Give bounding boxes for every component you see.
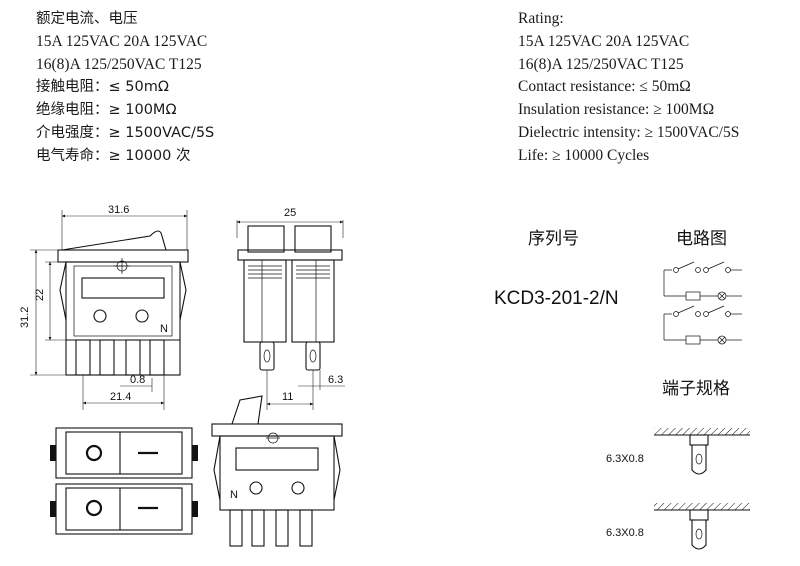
n-mark-front: N xyxy=(160,323,168,335)
terminal-pin xyxy=(99,339,115,376)
rear-bezel xyxy=(211,423,343,437)
spec-cn-insulation: 绝缘电阻：≥ 100MΩ xyxy=(36,102,177,119)
spec-cn-rating-2: 16(8)A 125/250VAC T125 xyxy=(36,55,202,73)
rear-rocker xyxy=(231,395,263,425)
terminal-pin xyxy=(125,339,141,376)
terminal-base xyxy=(689,509,709,521)
spec-en-title: Rating: xyxy=(518,10,564,27)
switch-body xyxy=(65,261,181,376)
spec-en-dielectric: Dielectric intensity: ≥ 1500VAC/5S xyxy=(518,123,740,141)
spec-en-rating-2: 16(8)A 125/250VAC T125 xyxy=(518,55,684,73)
terminal-pin xyxy=(75,339,91,376)
rocker-actuator xyxy=(61,230,167,251)
spec-en-rating-1: 15A 125VAC 20A 125VAC xyxy=(518,32,690,50)
indicator-window xyxy=(81,277,165,299)
spec-en-contact: Contact resistance: ≤ 50mΩ xyxy=(518,78,691,96)
rocker-top-left xyxy=(247,225,285,253)
clip-left xyxy=(59,261,67,321)
dim-body-label: 22 xyxy=(34,289,46,301)
terminal-tab xyxy=(691,520,707,550)
dim-pin-width-label: 6.3 xyxy=(328,374,343,386)
top-view-lower xyxy=(55,483,193,535)
circuit-heading: 电路图 xyxy=(676,229,727,248)
side-bezel xyxy=(237,249,343,261)
rocker-top-right xyxy=(294,225,332,253)
terminal-base xyxy=(689,434,709,446)
rear-view: N xyxy=(211,395,343,547)
terminal-1-label: 6.3X0.8 xyxy=(606,453,644,465)
rivet-left xyxy=(93,309,107,323)
spec-en-insulation: Insulation resistance: ≥ 100MΩ xyxy=(518,101,715,119)
model-number: KCD3-201-2/N xyxy=(494,288,619,309)
dim-pin-spacing-label: 11 xyxy=(282,391,293,403)
off-symbol-icon xyxy=(85,499,103,517)
terminal-pin xyxy=(149,339,165,376)
terminal-2-label: 6.3X0.8 xyxy=(606,527,644,539)
side-terminal xyxy=(305,341,321,371)
resistor xyxy=(685,291,701,301)
model-heading: 序列号 xyxy=(528,229,579,248)
spec-en-life: Life: ≥ 10000 Cycles xyxy=(518,146,650,164)
dim-pin-thickness-label: 0.8 xyxy=(130,374,145,386)
clip-right xyxy=(179,261,187,321)
spec-block-en: Rating: 15A 125VAC 20A 125VAC 16(8)A 125… xyxy=(518,8,739,168)
n-mark-rear: N xyxy=(230,489,238,501)
spec-block-cn: 额定电流、电压 15A 125VAC 20A 125VAC 16(8)A 125… xyxy=(36,8,214,168)
off-symbol-icon xyxy=(85,444,103,462)
circuit-diagram xyxy=(663,261,742,345)
top-view xyxy=(50,427,198,535)
rear-window xyxy=(235,447,319,471)
spec-cn-rating-1: 15A 125VAC 20A 125VAC xyxy=(36,32,208,50)
housing-frame xyxy=(73,265,173,337)
resistor xyxy=(685,335,701,345)
terminal-heading: 端子规格 xyxy=(662,379,730,398)
top-view-upper xyxy=(55,427,193,479)
side-body-left xyxy=(243,259,287,343)
terminal-tab xyxy=(691,445,707,475)
side-body-right xyxy=(291,259,335,343)
side-terminal xyxy=(259,341,275,371)
rivet-right xyxy=(135,309,149,323)
dim-side-width-label: 25 xyxy=(284,207,296,219)
terminal-spec-2: 6.3X0.8 xyxy=(606,503,750,550)
spec-cn-title: 额定电流、电压 xyxy=(36,11,138,27)
terminal-spec-1: 6.3X0.8 xyxy=(606,428,750,475)
dim-width-label: 31.6 xyxy=(108,204,129,216)
dim-pin-span-label: 21.4 xyxy=(110,391,131,403)
side-view: 25 11 6. xyxy=(236,207,345,410)
front-view: 31.6 N xyxy=(19,204,189,410)
spec-cn-life: 电气寿命：≥ 10000 次 xyxy=(36,147,191,164)
bezel xyxy=(57,249,189,263)
spec-cn-contact: 接触电阻：≤ 50mΩ xyxy=(36,79,169,96)
spec-cn-dielectric: 介电强度：≥ 1500VAC/5S xyxy=(36,124,215,141)
dim-height-label: 31.2 xyxy=(19,307,31,328)
